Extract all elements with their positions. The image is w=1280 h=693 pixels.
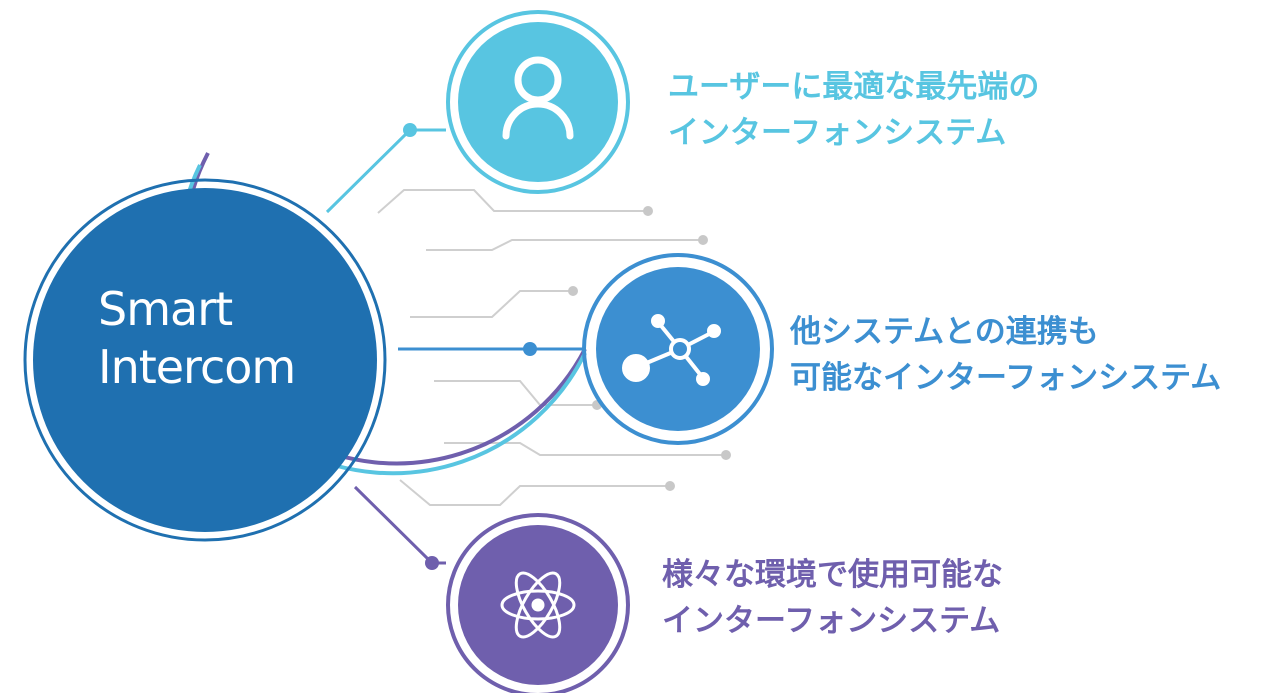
connector-2 xyxy=(398,342,585,356)
hub-circle xyxy=(33,188,377,532)
feature-2-line1: 他システムとの連携も xyxy=(790,314,1099,350)
connector-3 xyxy=(353,485,446,570)
feature-1-line2: インターフォンシステム xyxy=(668,115,1007,151)
feature-2-line2: 可能なインターフォンシステム xyxy=(790,360,1222,396)
circuit-lines xyxy=(377,189,726,506)
feature-1-line1: ユーザーに最適な最先端の xyxy=(668,69,1040,105)
atom-icon xyxy=(500,571,576,639)
hub-title-line1: Smart xyxy=(98,282,233,336)
feature-2-badge xyxy=(582,253,774,445)
feature-3-badge xyxy=(446,513,630,693)
feature-3-line2: インターフォンシステム xyxy=(662,603,1001,639)
user-icon xyxy=(502,56,574,140)
feature-1-badge xyxy=(446,10,630,194)
connector-1 xyxy=(325,123,446,214)
feature-1-text: ユーザーに最適な最先端の インターフォンシステム xyxy=(668,64,1039,156)
feature-3-line1: 様々な環境で使用可能な xyxy=(662,557,1003,593)
circuit-dots xyxy=(568,206,731,491)
feature-2-text: 他システムとの連携も 可能なインターフォンシステム xyxy=(790,309,1221,401)
feature-3-text: 様々な環境で使用可能な インターフォンシステム xyxy=(662,552,1003,644)
network-icon xyxy=(622,314,721,386)
hub-title-line2: Intercom xyxy=(98,340,296,394)
